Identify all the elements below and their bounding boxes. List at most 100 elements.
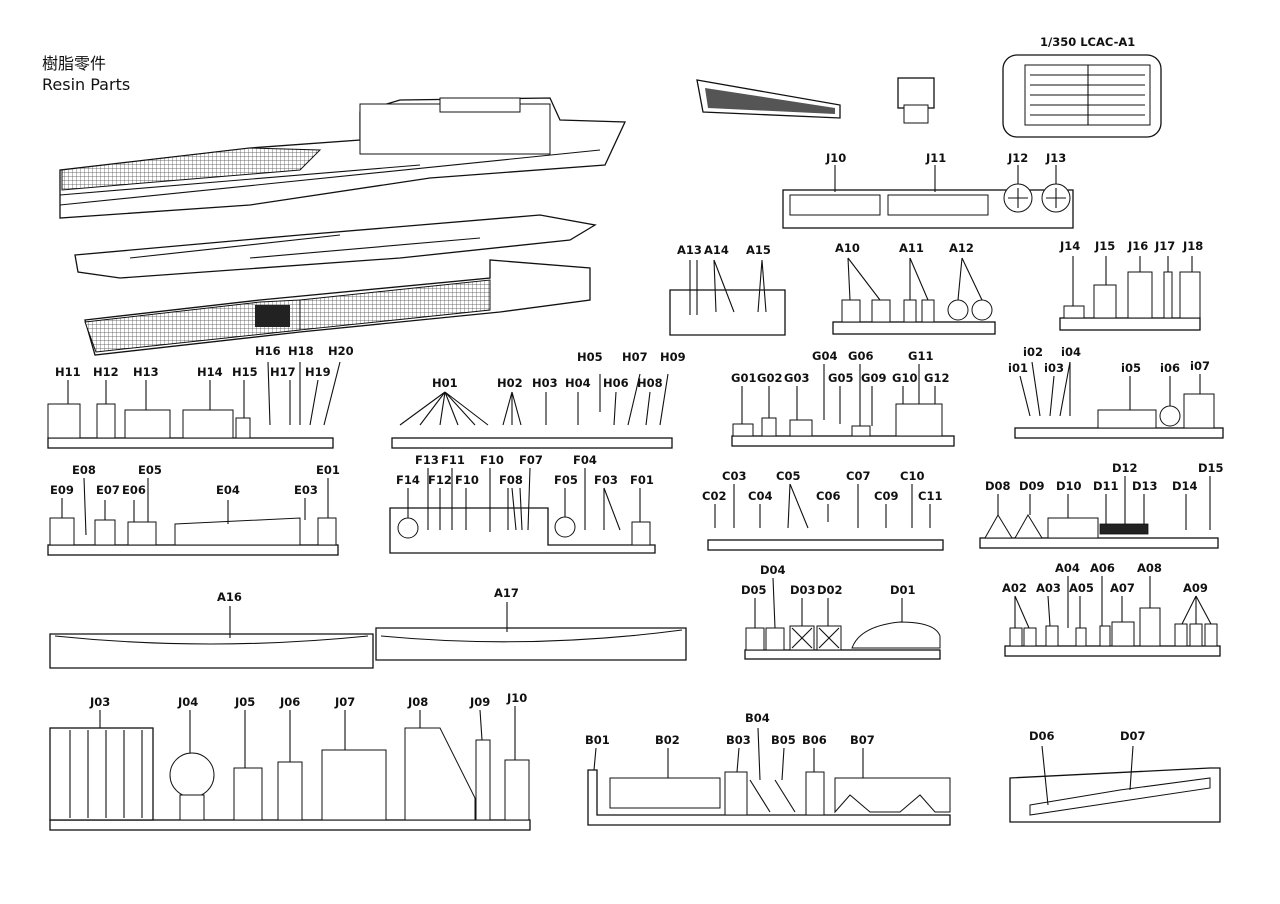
part-label: E04 <box>216 483 240 497</box>
part-label: D09 <box>1019 479 1045 493</box>
part-label: A04 <box>1055 561 1080 575</box>
part-label: C06 <box>816 489 840 503</box>
part-label: J11 <box>925 151 946 165</box>
part-label: J18 <box>1182 239 1203 253</box>
part-label: H16 <box>255 344 281 358</box>
part-label: D03 <box>790 583 816 597</box>
flight-deck-part <box>84 259 591 356</box>
part-label: E07 <box>96 483 120 497</box>
part-label: H09 <box>660 350 686 364</box>
part-label: H19 <box>305 365 331 379</box>
sprue-d08-d15: D08 D09 D10 D11 D12 D13 D14 D15 <box>979 461 1224 549</box>
part-label: D15 <box>1198 461 1224 475</box>
part-label: J15 <box>1094 239 1115 253</box>
part-label: G10 <box>892 371 917 385</box>
part-label: A11 <box>899 241 924 255</box>
part-label: H01 <box>432 376 458 390</box>
part-label: A02 <box>1002 581 1027 595</box>
part-label: C11 <box>918 489 942 503</box>
part-label: F11 <box>441 453 465 467</box>
part-label: i03 <box>1044 361 1064 375</box>
model-label: 1/350 LCAC-A1 <box>1040 35 1135 49</box>
part-label: B02 <box>655 733 680 747</box>
hull-lower-part <box>74 214 597 279</box>
sprue-d06-d07: D06 D07 <box>1009 729 1221 823</box>
part-label: H06 <box>603 376 629 390</box>
part-label: G02 <box>757 371 782 385</box>
part-label: F13 <box>415 453 439 467</box>
part-label: A12 <box>949 241 974 255</box>
part-label: F14 <box>396 473 420 487</box>
part-label: B01 <box>585 733 610 747</box>
part-label: D12 <box>1112 461 1138 475</box>
part-label: J08 <box>407 695 428 709</box>
part-label: D10 <box>1056 479 1082 493</box>
part-label: J12 <box>1007 151 1028 165</box>
hull-upper-part <box>59 97 627 219</box>
part-label: B07 <box>850 733 875 747</box>
part-label: E06 <box>122 483 146 497</box>
part-label: A09 <box>1183 581 1208 595</box>
part-label: F04 <box>573 453 597 467</box>
part-label: J03 <box>89 695 110 709</box>
part-label: J16 <box>1127 239 1148 253</box>
part-label: i05 <box>1121 361 1141 375</box>
part-label: H18 <box>288 344 314 358</box>
part-label: A07 <box>1110 581 1135 595</box>
part-label: H11 <box>55 365 81 379</box>
part-label: D11 <box>1093 479 1119 493</box>
part-label: G01 <box>731 371 756 385</box>
part-label: H02 <box>497 376 523 390</box>
part-label: C10 <box>900 469 924 483</box>
part-label: H12 <box>93 365 119 379</box>
part-label: H13 <box>133 365 159 379</box>
part-label: J05 <box>234 695 255 709</box>
part-label: G05 <box>828 371 853 385</box>
part-label: H15 <box>232 365 258 379</box>
part-label: B05 <box>771 733 796 747</box>
part-label: F07 <box>519 453 543 467</box>
sprue-f01-f14: F14 F13 F12 F11 F10 F10 F08 F07 F05 F04 … <box>389 453 656 554</box>
part-label: D13 <box>1132 479 1158 493</box>
part-label: G12 <box>924 371 949 385</box>
sprue-a13-a15: A13 A14 A15 <box>669 243 786 336</box>
part-label: i06 <box>1160 361 1180 375</box>
part-label: H17 <box>270 365 296 379</box>
sprue-c02-c11: C02 C03 C04 C05 C06 C07 C09 C10 C11 <box>702 469 944 551</box>
part-label: H14 <box>197 365 223 379</box>
part-label: A15 <box>746 243 771 257</box>
part-label: G09 <box>861 371 886 385</box>
sprue-e01-e09: E09 E08 E07 E06 E05 E04 E03 E01 <box>47 463 340 556</box>
part-label: C03 <box>722 469 746 483</box>
sprue-a16-a17: A16 A17 <box>49 586 687 669</box>
part-label: A03 <box>1036 581 1061 595</box>
part-label: C02 <box>702 489 726 503</box>
title-chinese: 樹脂零件 <box>42 54 106 73</box>
sprue-j03-j10: J03 J04 J05 J06 J07 J08 J09 J10 <box>49 691 531 831</box>
part-label: A14 <box>704 243 729 257</box>
title-english: Resin Parts <box>42 75 130 94</box>
part-label: J10 <box>506 691 527 705</box>
part-label: B03 <box>726 733 751 747</box>
part-label: J04 <box>177 695 198 709</box>
part-label: D08 <box>985 479 1011 493</box>
small-block-part <box>897 77 935 124</box>
part-label: A08 <box>1137 561 1162 575</box>
part-label: J13 <box>1045 151 1066 165</box>
sprue-d01-d05: D04 D05 D03 D02 D01 <box>741 563 941 660</box>
part-label: A06 <box>1090 561 1115 575</box>
part-label: J06 <box>279 695 300 709</box>
sprue-h11-h20: H11 H12 H13 H14 H15 H16 H17 H18 H19 H20 <box>47 344 354 449</box>
part-label: D06 <box>1029 729 1055 743</box>
part-label: A05 <box>1069 581 1094 595</box>
part-label: A16 <box>217 590 242 604</box>
part-label: i02 <box>1023 345 1043 359</box>
part-label: J14 <box>1059 239 1080 253</box>
part-label: i01 <box>1008 361 1028 375</box>
part-label: H08 <box>637 376 663 390</box>
sprue-j14-j18: J14 J15 J16 J17 J18 <box>1059 239 1203 331</box>
part-label: i07 <box>1190 359 1210 373</box>
sprue-g01-g12: G01 G02 G03 G04 G05 G06 G09 G10 G11 G12 <box>731 349 955 447</box>
part-label: B04 <box>745 711 770 725</box>
